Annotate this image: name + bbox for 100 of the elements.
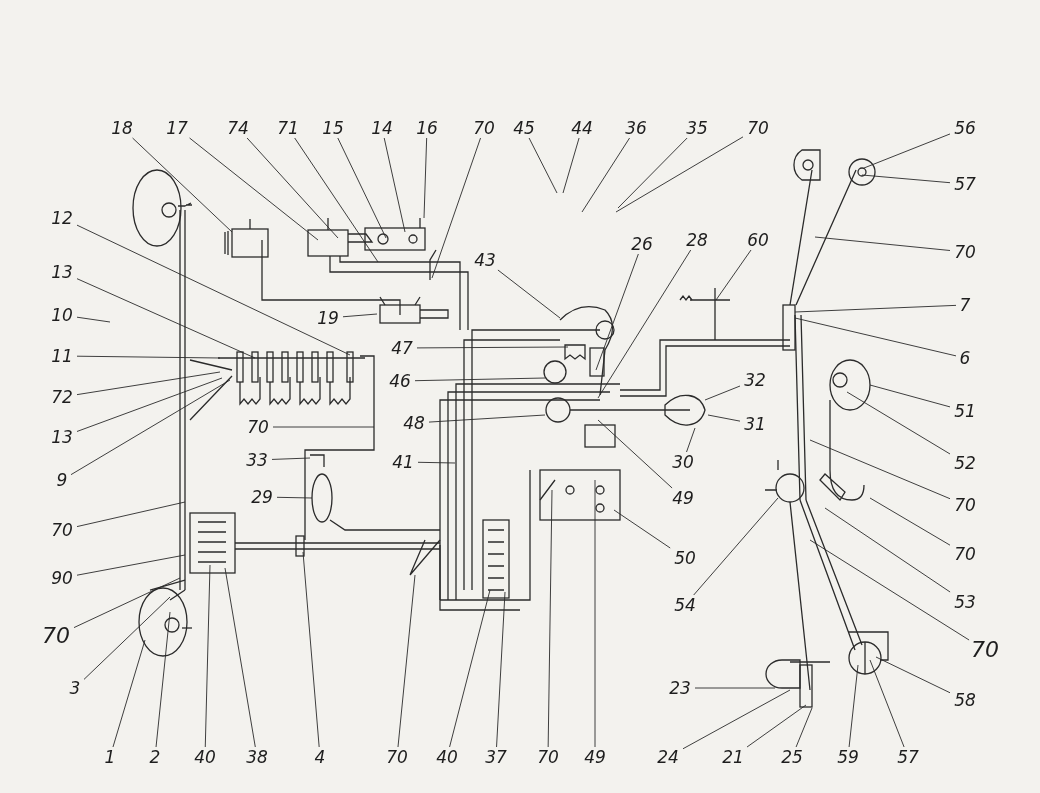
callout-number: 30 [671,452,695,472]
leader-line [414,377,546,382]
leader-line [204,564,211,748]
leader-line [809,439,951,500]
callout-number: 72 [50,387,74,407]
leader-line [76,224,351,356]
leader-line [581,137,631,213]
leader-line [497,269,561,319]
leader-line [809,539,970,641]
leader-line [132,137,233,233]
callout-number: 58 [953,690,977,710]
callout-number: 1 [103,747,117,767]
callout-number: 28 [685,230,709,250]
leader-line [875,656,951,694]
callout-number: 49 [671,488,695,508]
callout-number: 35 [685,118,709,138]
callout-number: 3 [68,678,82,698]
leader-line [342,313,378,318]
leader-line [562,137,580,194]
callout-number: 90 [50,568,74,588]
leader-line [597,249,692,399]
leader-line [746,704,807,748]
callout-number: 18 [110,118,134,138]
leader-line [613,509,671,549]
callout-number: 46 [388,371,412,391]
leader-line [337,137,387,239]
leader-line [597,419,673,489]
callout-number: 15 [321,118,345,138]
leader-line [76,371,221,396]
leader-line [861,174,951,184]
callout-number: 33 [245,450,269,470]
callout-number: 29 [250,487,274,507]
callout-number: 40 [435,747,459,767]
callout-number: 53 [953,592,977,612]
callout-number: 60 [746,230,770,250]
leader-line [155,611,171,748]
callout-number: 70 [472,118,496,138]
callout-number: 48 [402,413,426,433]
callout-number: 6 [958,348,972,368]
leader-line [383,137,406,233]
leader-line [707,414,741,422]
callout-number: 26 [630,234,654,254]
leader-line [76,501,186,528]
leader-line [846,391,951,455]
callout-number: 52 [953,453,977,473]
callout-number: 17 [165,118,189,138]
callout-number: 37 [484,747,508,767]
leader-line [682,689,791,750]
leader-line [294,137,379,263]
leader-line [528,137,558,194]
callout-number: 70 [746,118,770,138]
callout-number: 57 [953,174,977,194]
callout-number: 44 [570,118,594,138]
leader-line [73,577,181,629]
callout-number: 7 [958,295,972,315]
callout-number: 25 [780,747,804,767]
callout-number: 54 [673,595,697,615]
leader-line [224,567,256,748]
callout-number: 70 [536,747,560,767]
leader-line [417,461,456,464]
callout-number: 49 [583,747,607,767]
callout-number: 10 [50,305,74,325]
callout-number: 19 [316,308,340,328]
leader-line [83,596,171,680]
leader-line [848,664,859,748]
callout-number: 24 [656,747,680,767]
leader-line [431,137,481,279]
leader-line [595,253,639,371]
callout-number: 59 [836,747,860,767]
leader-line [397,574,416,748]
leader-line [686,427,696,453]
callout-number: 40 [193,747,217,767]
leader-line [76,316,111,323]
leader-line [814,236,951,251]
callout-number: 16 [415,118,439,138]
leader-line [302,551,320,748]
leader-line [76,278,256,359]
leader-line [869,384,951,408]
callout-number: 14 [370,118,394,138]
leader-line [615,136,744,213]
callout-number: 38 [245,747,269,767]
callout-number: 51 [953,401,977,421]
callout-number: 70 [953,242,977,262]
callout-number: 70 [41,626,71,646]
leader-line [428,414,546,423]
callout-number: 9 [55,470,69,490]
callout-number: 36 [624,118,648,138]
callout-number: 57 [896,747,920,767]
leader-line [271,457,311,460]
callout-number: 56 [953,118,977,138]
leader-line [76,554,186,576]
leader-line [795,707,813,748]
leader-line [704,385,741,401]
leader-line [246,137,339,239]
callout-number: 70 [970,640,1000,660]
leader-line [794,304,957,313]
callout-number: 21 [721,747,745,767]
leader-line [869,497,951,546]
leader-line [423,137,428,219]
leader-line [70,379,231,476]
